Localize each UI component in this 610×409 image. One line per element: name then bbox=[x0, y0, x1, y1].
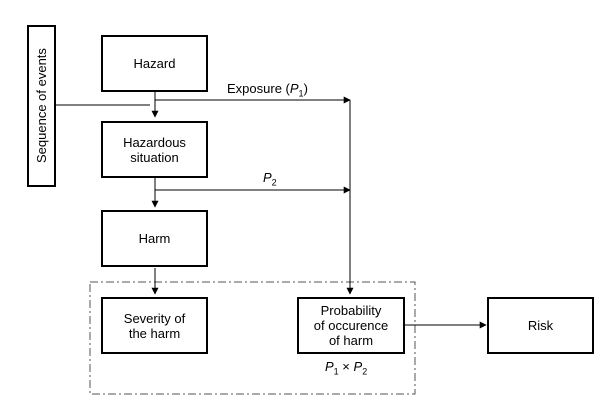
product-times: × bbox=[338, 359, 354, 374]
product-p2: P bbox=[353, 359, 363, 374]
p2-label: P2 bbox=[263, 170, 277, 191]
severity-box: Severity of the harm bbox=[101, 297, 208, 354]
risk-label: Risk bbox=[527, 318, 554, 333]
product-sub2: 2 bbox=[362, 366, 368, 377]
harm-label: Harm bbox=[138, 231, 171, 246]
harm-box: Harm bbox=[101, 210, 208, 267]
product-label: P1 × P2 bbox=[325, 359, 367, 380]
severity-line1: Severity of bbox=[123, 310, 186, 326]
probability-line3: of harm bbox=[328, 333, 374, 348]
product-sub1: 1 bbox=[333, 366, 339, 377]
exposure-p: P bbox=[289, 81, 299, 96]
p2-sub: 2 bbox=[271, 177, 277, 188]
exposure-close: ) bbox=[303, 81, 308, 96]
probability-line1: Probability bbox=[320, 303, 382, 318]
dashed-group-boundary bbox=[89, 281, 416, 395]
probability-box: Probability of occurence of harm bbox=[297, 297, 405, 354]
risk-box: Risk bbox=[487, 297, 594, 354]
probability-line2: of occurence bbox=[313, 318, 389, 333]
hazardous-situation-line2: situation bbox=[130, 149, 179, 165]
sequence-of-events-label: Sequence of events bbox=[34, 48, 49, 164]
hazard-box: Hazard bbox=[101, 35, 208, 92]
exposure-text: Exposure ( bbox=[227, 81, 290, 96]
p2-p: P bbox=[263, 170, 272, 185]
exposure-label: Exposure (P1) bbox=[227, 81, 308, 102]
product-p1: P bbox=[325, 359, 334, 374]
hazardous-situation-box: Hazardous situation bbox=[101, 121, 208, 178]
sequence-of-events-box: Sequence of events bbox=[27, 25, 56, 187]
severity-line2: the harm bbox=[128, 325, 181, 341]
hazardous-situation-line1: Hazardous bbox=[123, 134, 186, 150]
exposure-sub: 1 bbox=[298, 88, 304, 99]
hazard-label: Hazard bbox=[133, 56, 176, 71]
